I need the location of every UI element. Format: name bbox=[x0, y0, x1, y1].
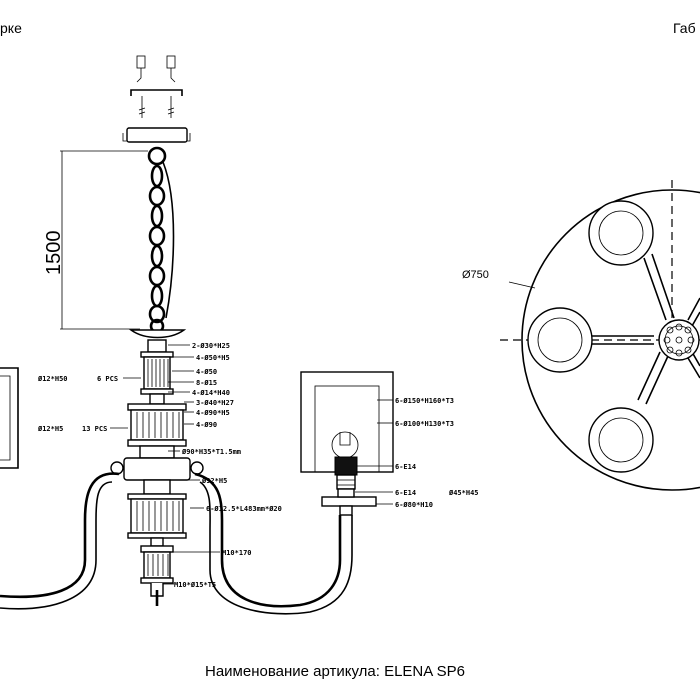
label-l11: 6-Ø12.5*L483mm*Ø20 bbox=[206, 505, 282, 513]
label-r2: 6-Ø100*H130*T3 bbox=[395, 420, 454, 428]
label-l8: 4-Ø90 bbox=[196, 421, 217, 429]
right-labels: 6-Ø150*H160*T3 6-Ø100*H130*T3 6-E14 6-E1… bbox=[395, 397, 479, 509]
top-view: Ø750 bbox=[462, 180, 700, 491]
label-r5: Ø45*H45 bbox=[448, 489, 479, 497]
label-p2: 13 PCS bbox=[82, 425, 107, 433]
label-l2: 4-Ø50*H5 bbox=[196, 354, 230, 362]
label-l1: 2-Ø30*H25 bbox=[192, 342, 230, 350]
height-value: 1500 bbox=[43, 231, 65, 276]
central-column bbox=[110, 329, 204, 606]
left-header: рке bbox=[0, 20, 22, 36]
label-l10: Ø92*H5 bbox=[201, 477, 227, 485]
label-r3: 6-E14 bbox=[395, 463, 416, 471]
height-dimension: 1500 bbox=[43, 150, 148, 330]
label-r4: 6-E14 bbox=[395, 489, 416, 497]
leader-lines bbox=[110, 344, 393, 585]
diameter-value: Ø750 bbox=[462, 269, 489, 281]
label-l6: 3-Ø40*H27 bbox=[196, 399, 234, 407]
label-l5: 4-Ø14*H40 bbox=[192, 389, 230, 397]
label-e1: Ø12*H50 bbox=[37, 375, 68, 383]
top-hub bbox=[658, 319, 700, 361]
arms bbox=[0, 472, 353, 615]
label-l4: 8-Ø15 bbox=[196, 379, 217, 387]
top-shades bbox=[527, 200, 654, 473]
center-labels: 2-Ø30*H25 4-Ø50*H5 4-Ø50 8-Ø15 4-Ø14*H40… bbox=[174, 342, 282, 589]
label-p1: 6 PCS bbox=[97, 375, 118, 383]
article-caption: Наименование артикула: ELENA SP6 bbox=[205, 663, 465, 680]
left-shade bbox=[0, 367, 19, 469]
label-l3: 4-Ø50 bbox=[196, 368, 217, 376]
right-shade bbox=[300, 371, 394, 516]
chain bbox=[147, 146, 175, 334]
label-l12: M10*170 bbox=[222, 549, 252, 557]
ceiling-canopy bbox=[122, 127, 191, 143]
label-r1: 6-Ø150*H160*T3 bbox=[395, 397, 454, 405]
right-header: Габ bbox=[673, 20, 696, 36]
label-l7: 4-Ø90*H5 bbox=[196, 409, 230, 417]
label-r6: 6-Ø80*H10 bbox=[395, 501, 433, 509]
left-labels: 6 PCS 13 PCS Ø12*H50 Ø12*H5 bbox=[37, 375, 118, 433]
mounting-hooks bbox=[130, 55, 183, 118]
label-e2: Ø12*H5 bbox=[37, 425, 63, 433]
label-l13: M10*Ø15*T5 bbox=[174, 581, 216, 589]
label-l9: Ø90*H35*T1.5mm bbox=[181, 448, 241, 456]
